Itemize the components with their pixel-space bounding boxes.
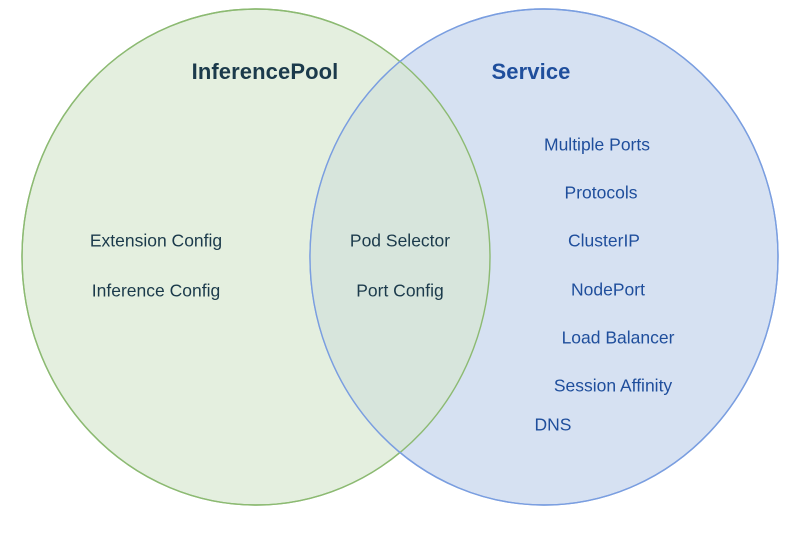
- right-set-item: DNS: [534, 414, 572, 435]
- right-set-item: NodePort: [571, 279, 645, 300]
- right-set-item: Session Affinity: [553, 375, 673, 396]
- left-set-item: Inference Config: [91, 280, 221, 301]
- right-set-outline: [309, 8, 779, 506]
- left-set-outline: [21, 8, 491, 506]
- intersection-item: Port Config: [356, 280, 444, 301]
- left-set-item: Extension Config: [89, 230, 223, 251]
- right-set-item: Protocols: [564, 182, 638, 203]
- left-set-title: InferencePool: [191, 59, 339, 84]
- right-set-item: Multiple Ports: [543, 134, 651, 155]
- right-set-item: Load Balancer: [561, 327, 675, 348]
- right-set-item: ClusterIP: [568, 230, 640, 251]
- intersection-item: Pod Selector: [349, 230, 451, 251]
- right-set-title: Service: [491, 59, 571, 84]
- intersection-region: [310, 9, 490, 505]
